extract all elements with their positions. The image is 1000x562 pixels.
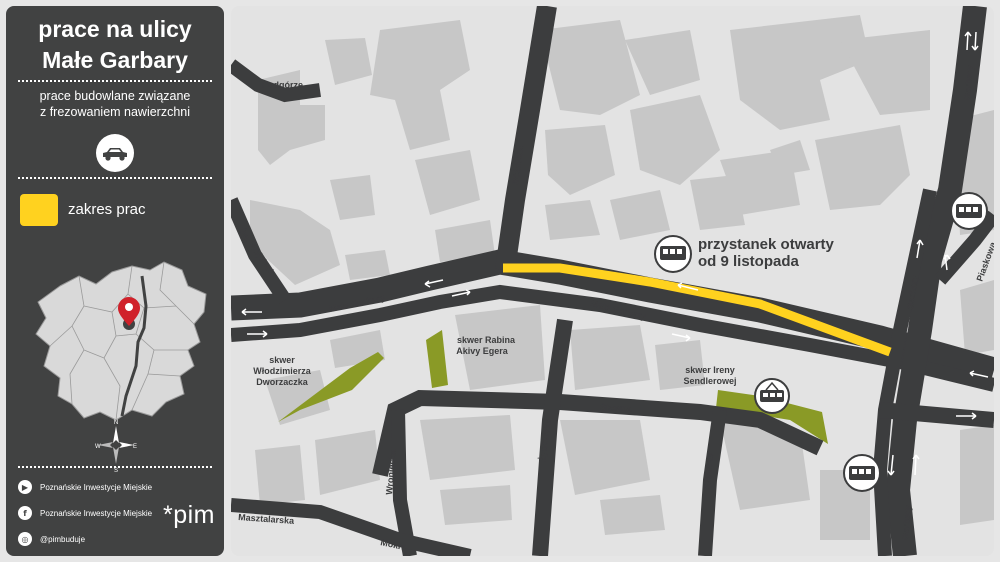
street-label-garbary-north: Garbary bbox=[962, 65, 975, 100]
social-facebook[interactable]: f Poznańskie Inwestycje Miejskie bbox=[18, 506, 152, 520]
instagram-icon: ◎ bbox=[18, 532, 32, 546]
facebook-icon: f bbox=[18, 506, 32, 520]
sidebar-panel: prace na ulicy Małe Garbary prace budowl… bbox=[6, 6, 224, 556]
divider bbox=[18, 177, 212, 179]
park-egera bbox=[426, 330, 448, 388]
bus-stop-icon bbox=[654, 235, 692, 273]
divider bbox=[18, 466, 212, 468]
square-sendlerowej-line-2: Sendlerowej bbox=[683, 376, 736, 386]
compass-e: E bbox=[133, 444, 137, 450]
street-map: przystanek otwarty od 9 listopada Podgór… bbox=[231, 6, 994, 556]
compass-w: W bbox=[95, 444, 101, 450]
bus-stop-icon bbox=[843, 454, 881, 492]
legend-label: zakres prac bbox=[68, 201, 146, 218]
street-label-podgorze: Podgórze bbox=[262, 80, 303, 90]
social-facebook-label: Poznańskie Inwestycje Miejskie bbox=[40, 508, 153, 518]
square-dworzaczka-line-2: Włodzimierza bbox=[253, 366, 312, 376]
subtitle-line-2: z frezowaniem nawierzchni bbox=[39, 105, 191, 119]
social-instagram-label: @pimbuduje bbox=[40, 534, 86, 544]
tram-stop-icon bbox=[754, 378, 790, 414]
work-zone-highlight bbox=[503, 263, 892, 357]
street-label-garbary-mid: Garbary bbox=[905, 275, 920, 311]
street-label-masztalarska: Masztalarska bbox=[238, 512, 296, 526]
title-line-1: prace na ulicy bbox=[38, 16, 192, 42]
park-dworzaczka bbox=[278, 352, 384, 422]
square-dworzaczka-line-1: skwer bbox=[269, 355, 295, 365]
traffic-arrows bbox=[241, 31, 989, 476]
pim-logo: *pim bbox=[163, 501, 216, 529]
street-label-szewska: Szewska bbox=[702, 451, 715, 490]
street-label-wroniecka: Wroniecka bbox=[384, 448, 398, 495]
map-panel: przystanek otwarty od 9 listopada Podgór… bbox=[231, 6, 994, 556]
social-instagram[interactable]: ◎ @pimbuduje bbox=[18, 532, 85, 546]
car-icon bbox=[96, 134, 134, 172]
square-dworzaczka-line-3: Dworzaczka bbox=[256, 377, 309, 387]
square-sendlerowej-line-1: skwer Ireny bbox=[685, 365, 735, 375]
compass-s: S bbox=[114, 468, 118, 474]
legend-swatch-work-zone bbox=[20, 194, 58, 226]
city-district-map bbox=[35, 261, 207, 421]
square-labels: skwer Włodzimierza Dworzaczka skwer Rabi… bbox=[253, 335, 736, 387]
divider bbox=[18, 80, 212, 82]
bus-stop-icon bbox=[950, 192, 988, 230]
youtube-icon: ▶ bbox=[18, 480, 32, 494]
stop-notice-line-1: przystanek otwarty bbox=[698, 236, 835, 253]
street-label-garbary-south: Garbary bbox=[900, 505, 913, 540]
street-label-stawna: Stawna bbox=[600, 402, 633, 414]
subtitle-line-1: prace budowlane związane bbox=[39, 89, 191, 103]
title-line-2: Małe Garbary bbox=[42, 47, 188, 73]
square-egera-line-2: Akivy Egera bbox=[456, 346, 509, 356]
compass-rose-icon: N S W E bbox=[95, 420, 137, 474]
square-egera-line-1: skwer Rabina bbox=[457, 335, 516, 345]
compass-n: N bbox=[114, 420, 118, 426]
social-youtube-label: Poznańskie Inwestycje Miejskie bbox=[40, 482, 153, 492]
subtitle: prace budowlane związane z frezowaniem n… bbox=[6, 88, 224, 120]
social-youtube[interactable]: ▶ Poznańskie Inwestycje Miejskie bbox=[18, 480, 152, 494]
stop-notice-line-2: od 9 listopada bbox=[698, 253, 800, 270]
buildings bbox=[250, 15, 994, 540]
